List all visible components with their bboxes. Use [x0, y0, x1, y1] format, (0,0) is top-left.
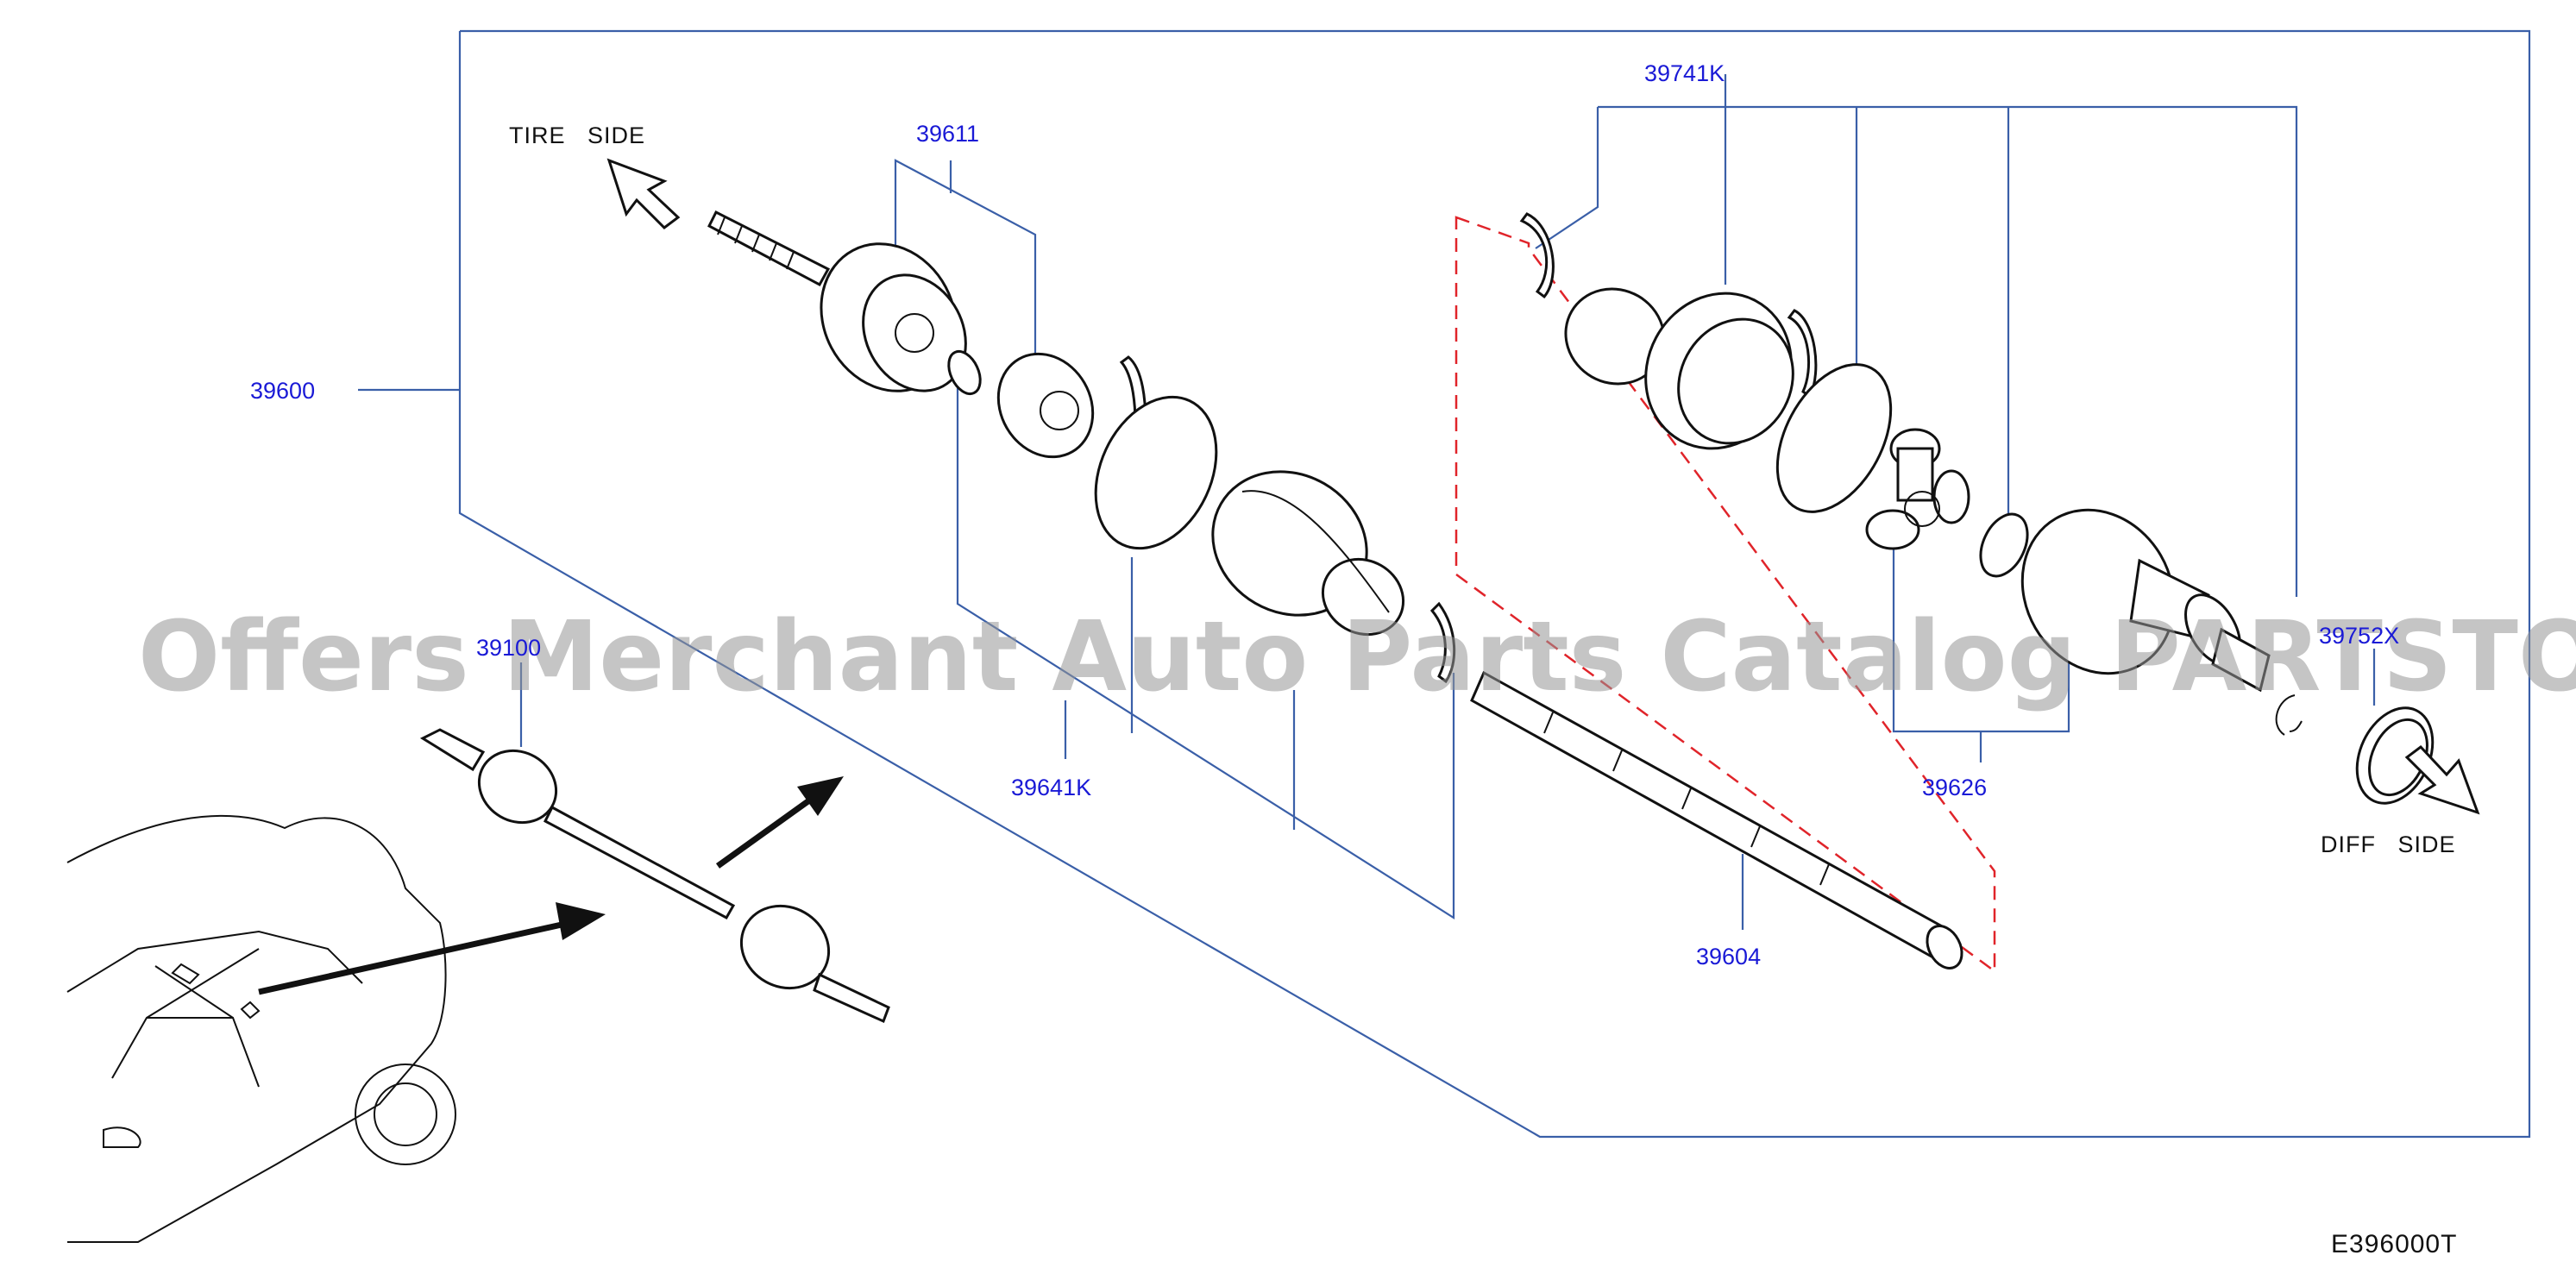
label-39100[interactable]: 39100	[476, 635, 541, 661]
inner-joint-housing	[2020, 508, 2271, 693]
boot-band-outer	[1094, 355, 1218, 550]
ball-cage	[996, 352, 1095, 459]
axle-shaft	[1470, 670, 1963, 969]
tire-side-label: TIRE SIDE	[509, 122, 645, 148]
label-39600[interactable]: 39600	[250, 378, 315, 404]
snap-ring	[1979, 512, 2029, 578]
label-39641k[interactable]: 39641K	[1011, 775, 1091, 800]
boot-band-inner	[1775, 309, 1893, 513]
outer-cv-joint	[707, 210, 967, 392]
vehicle-outline	[66, 814, 456, 1243]
label-39611[interactable]: 39611	[916, 121, 979, 147]
leader-39641k	[956, 380, 1455, 919]
label-39752x[interactable]: 39752X	[2319, 623, 2399, 649]
spider-assembly	[1865, 428, 1970, 550]
label-39604[interactable]: 39604	[1696, 944, 1761, 969]
assembly-frame	[358, 29, 2531, 1139]
circlip-outer	[947, 349, 982, 396]
diff-side-arrow-icon	[2404, 744, 2480, 815]
inner-boot	[1564, 287, 1794, 450]
boot-band-small	[1429, 601, 1456, 684]
circlip-inner	[2275, 694, 2303, 736]
locator-arrows	[258, 776, 844, 995]
label-39626[interactable]: 39626	[1922, 775, 1987, 800]
diff-side-label: DIFF SIDE	[2321, 831, 2456, 857]
boot-band-inner-small	[1519, 212, 1555, 299]
leader-39611	[894, 159, 1037, 369]
driveshaft-assembly-illustration	[419, 728, 890, 1024]
outer-boot	[1211, 470, 1405, 637]
figure-code: E396000T	[2331, 1230, 2457, 1258]
dashed-inner-joint-box	[1454, 216, 1996, 974]
tire-side-arrow-icon	[606, 158, 681, 229]
watermark: Offers Merchant Auto Parts Catalog PARTS…	[138, 601, 2576, 713]
leader-39741k	[1598, 105, 2298, 597]
label-39741k[interactable]: 39741K	[1644, 60, 1725, 86]
